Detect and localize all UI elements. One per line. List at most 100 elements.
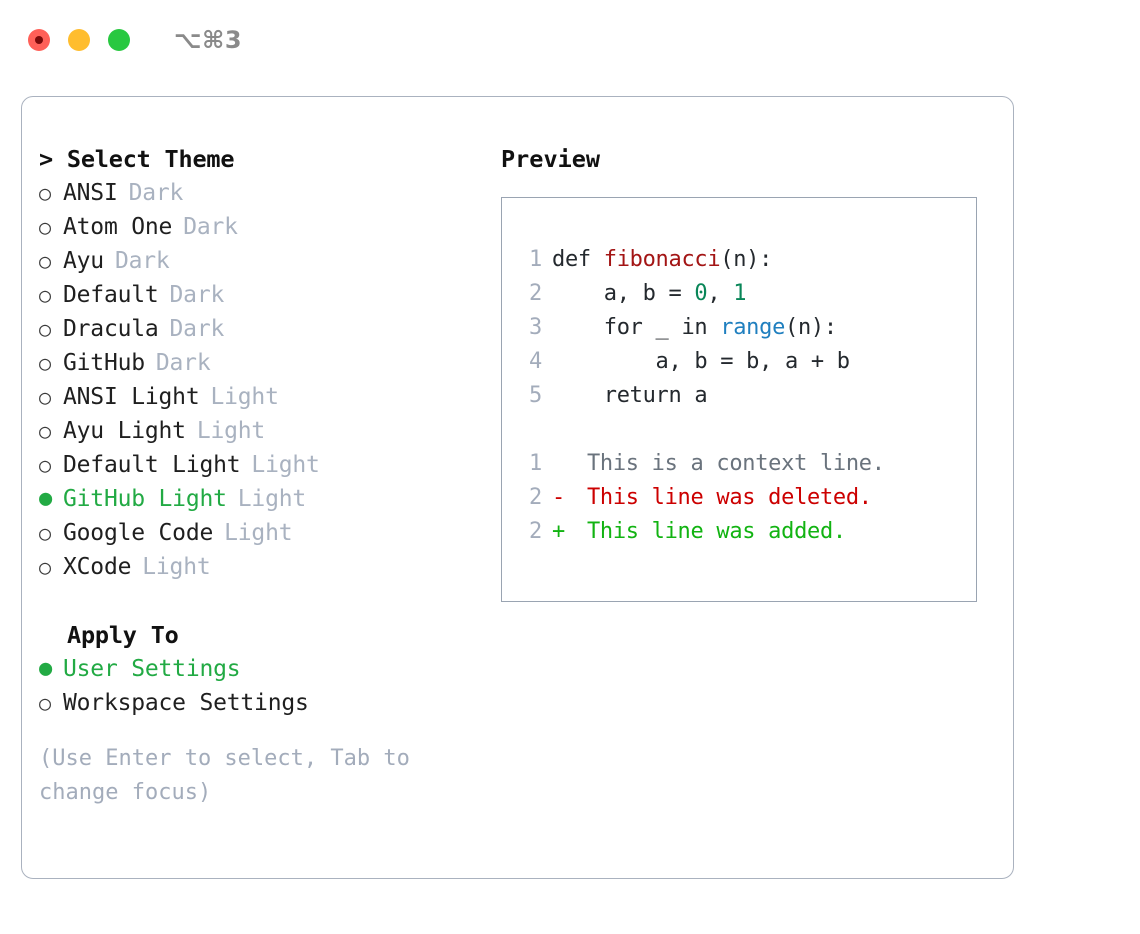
code-token: , (707, 280, 734, 306)
radio-unselected-icon[interactable]: ○ (39, 351, 51, 375)
apply-to-item[interactable]: ● User Settings (39, 652, 489, 686)
apply-to-label: Workspace Settings (63, 690, 309, 716)
theme-list-item[interactable]: ○ ANSI Light Light (39, 380, 489, 414)
theme-variant-tag: Light (196, 418, 266, 444)
keyboard-shortcut-label: ⌥⌘3 (174, 26, 243, 54)
code-token: a, b = (552, 280, 695, 306)
theme-name-label: Default (63, 282, 159, 308)
code-token: 1 (733, 280, 747, 306)
radio-unselected-icon[interactable]: ○ (39, 691, 51, 715)
list-spacer (39, 584, 489, 618)
keyboard-hint-text: (Use Enter to select, Tab to change focu… (39, 746, 410, 805)
diff-text: This line was deleted. (574, 484, 872, 510)
radio-selected-icon[interactable]: ● (39, 486, 53, 511)
close-button[interactable] (28, 29, 50, 51)
theme-variant-tag: Dark (155, 350, 211, 376)
radio-unselected-icon[interactable]: ○ (39, 419, 51, 443)
diff-text: This line was added. (574, 518, 846, 544)
diff-sample: 1 This is a context line.2- This line wa… (520, 446, 976, 548)
diff-line: 2+ This line was added. (520, 514, 976, 548)
select-theme-heading: > Select Theme (39, 142, 489, 176)
code-token: fibonacci (603, 246, 721, 272)
diff-line: 1 This is a context line. (520, 446, 976, 480)
theme-variant-tag: Light (210, 384, 279, 410)
maximize-button[interactable] (108, 29, 130, 51)
theme-name-label: GitHub Light (63, 486, 227, 512)
radio-unselected-icon[interactable]: ○ (39, 215, 51, 239)
line-number: 4 (529, 348, 542, 374)
theme-variant-tag: Light (142, 554, 211, 580)
code-token: return a (552, 382, 708, 408)
theme-list-item[interactable]: ○ XCode Light (39, 550, 489, 584)
code-line: 4 a, b = b, a + b (520, 344, 976, 378)
radio-unselected-icon[interactable]: ○ (39, 283, 51, 307)
theme-name-label: XCode (63, 554, 132, 580)
theme-variant-tag: Dark (169, 282, 225, 308)
line-number: 2 (529, 484, 542, 510)
radio-unselected-icon[interactable]: ○ (39, 317, 51, 341)
radio-unselected-icon[interactable]: ○ (39, 453, 51, 477)
apply-to-label: User Settings (63, 656, 241, 682)
theme-name-label: ANSI Light (63, 384, 200, 410)
radio-unselected-icon[interactable]: ○ (39, 555, 51, 579)
theme-variant-tag: Dark (128, 180, 184, 206)
theme-list-item[interactable]: ● GitHub Light Light (39, 482, 489, 516)
code-token: def (552, 246, 604, 272)
line-number: 1 (529, 450, 542, 476)
code-line: 2 a, b = 0, 1 (520, 276, 976, 310)
apply-to-heading: Apply To (67, 621, 179, 649)
prompt-caret-icon: > (39, 145, 53, 173)
code-line: 5 return a (520, 378, 976, 412)
apply-to-list: ● User Settings ○ Workspace Settings (39, 652, 489, 720)
code-line: 3 for _ in range(n): (520, 310, 976, 344)
radio-unselected-icon[interactable]: ○ (39, 385, 51, 409)
code-token: (n): (720, 246, 773, 272)
code-line: 1 def fibonacci(n): (520, 242, 976, 276)
line-number: 2 (529, 280, 542, 306)
line-number: 5 (529, 382, 542, 408)
preview-heading: Preview (501, 145, 601, 173)
code-token: (n): (785, 314, 837, 340)
radio-selected-icon[interactable]: ● (39, 656, 53, 681)
theme-name-label: Atom One (63, 214, 173, 240)
diff-marker: + (552, 518, 565, 544)
select-theme-heading-label: Select Theme (66, 145, 235, 173)
theme-variant-tag: Dark (114, 248, 170, 274)
theme-variant-tag: Light (251, 452, 320, 478)
radio-unselected-icon[interactable]: ○ (39, 521, 51, 545)
theme-name-label: ANSI (63, 180, 118, 206)
code-token: range (720, 314, 786, 340)
theme-list-item[interactable]: ○ Default Dark (39, 278, 489, 312)
apply-to-item[interactable]: ○ Workspace Settings (39, 686, 489, 720)
theme-name-label: Dracula (63, 316, 159, 342)
code-token: for _ in (552, 314, 721, 340)
theme-variant-tag: Light (237, 486, 307, 512)
line-number: 1 (529, 246, 542, 272)
code-diff-spacer (520, 412, 976, 446)
diff-line: 2- This line was deleted. (520, 480, 976, 514)
radio-unselected-icon[interactable]: ○ (39, 249, 51, 273)
diff-marker: - (552, 484, 565, 510)
line-number: 3 (529, 314, 542, 340)
title-bar: ⌥⌘3 (0, 0, 1140, 80)
code-token: 0 (694, 280, 708, 306)
minimize-button[interactable] (68, 29, 90, 51)
theme-list-item[interactable]: ○ ANSI Dark (39, 176, 489, 210)
radio-unselected-icon[interactable]: ○ (39, 181, 51, 205)
diff-marker (552, 451, 574, 476)
recording-dot-icon (35, 36, 43, 44)
